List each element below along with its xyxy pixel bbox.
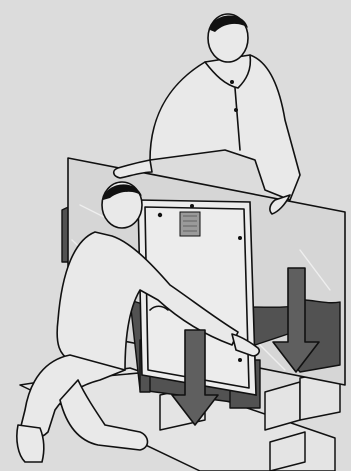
illustration-canvas: [0, 0, 351, 471]
unpacking-illustration: [0, 0, 351, 471]
